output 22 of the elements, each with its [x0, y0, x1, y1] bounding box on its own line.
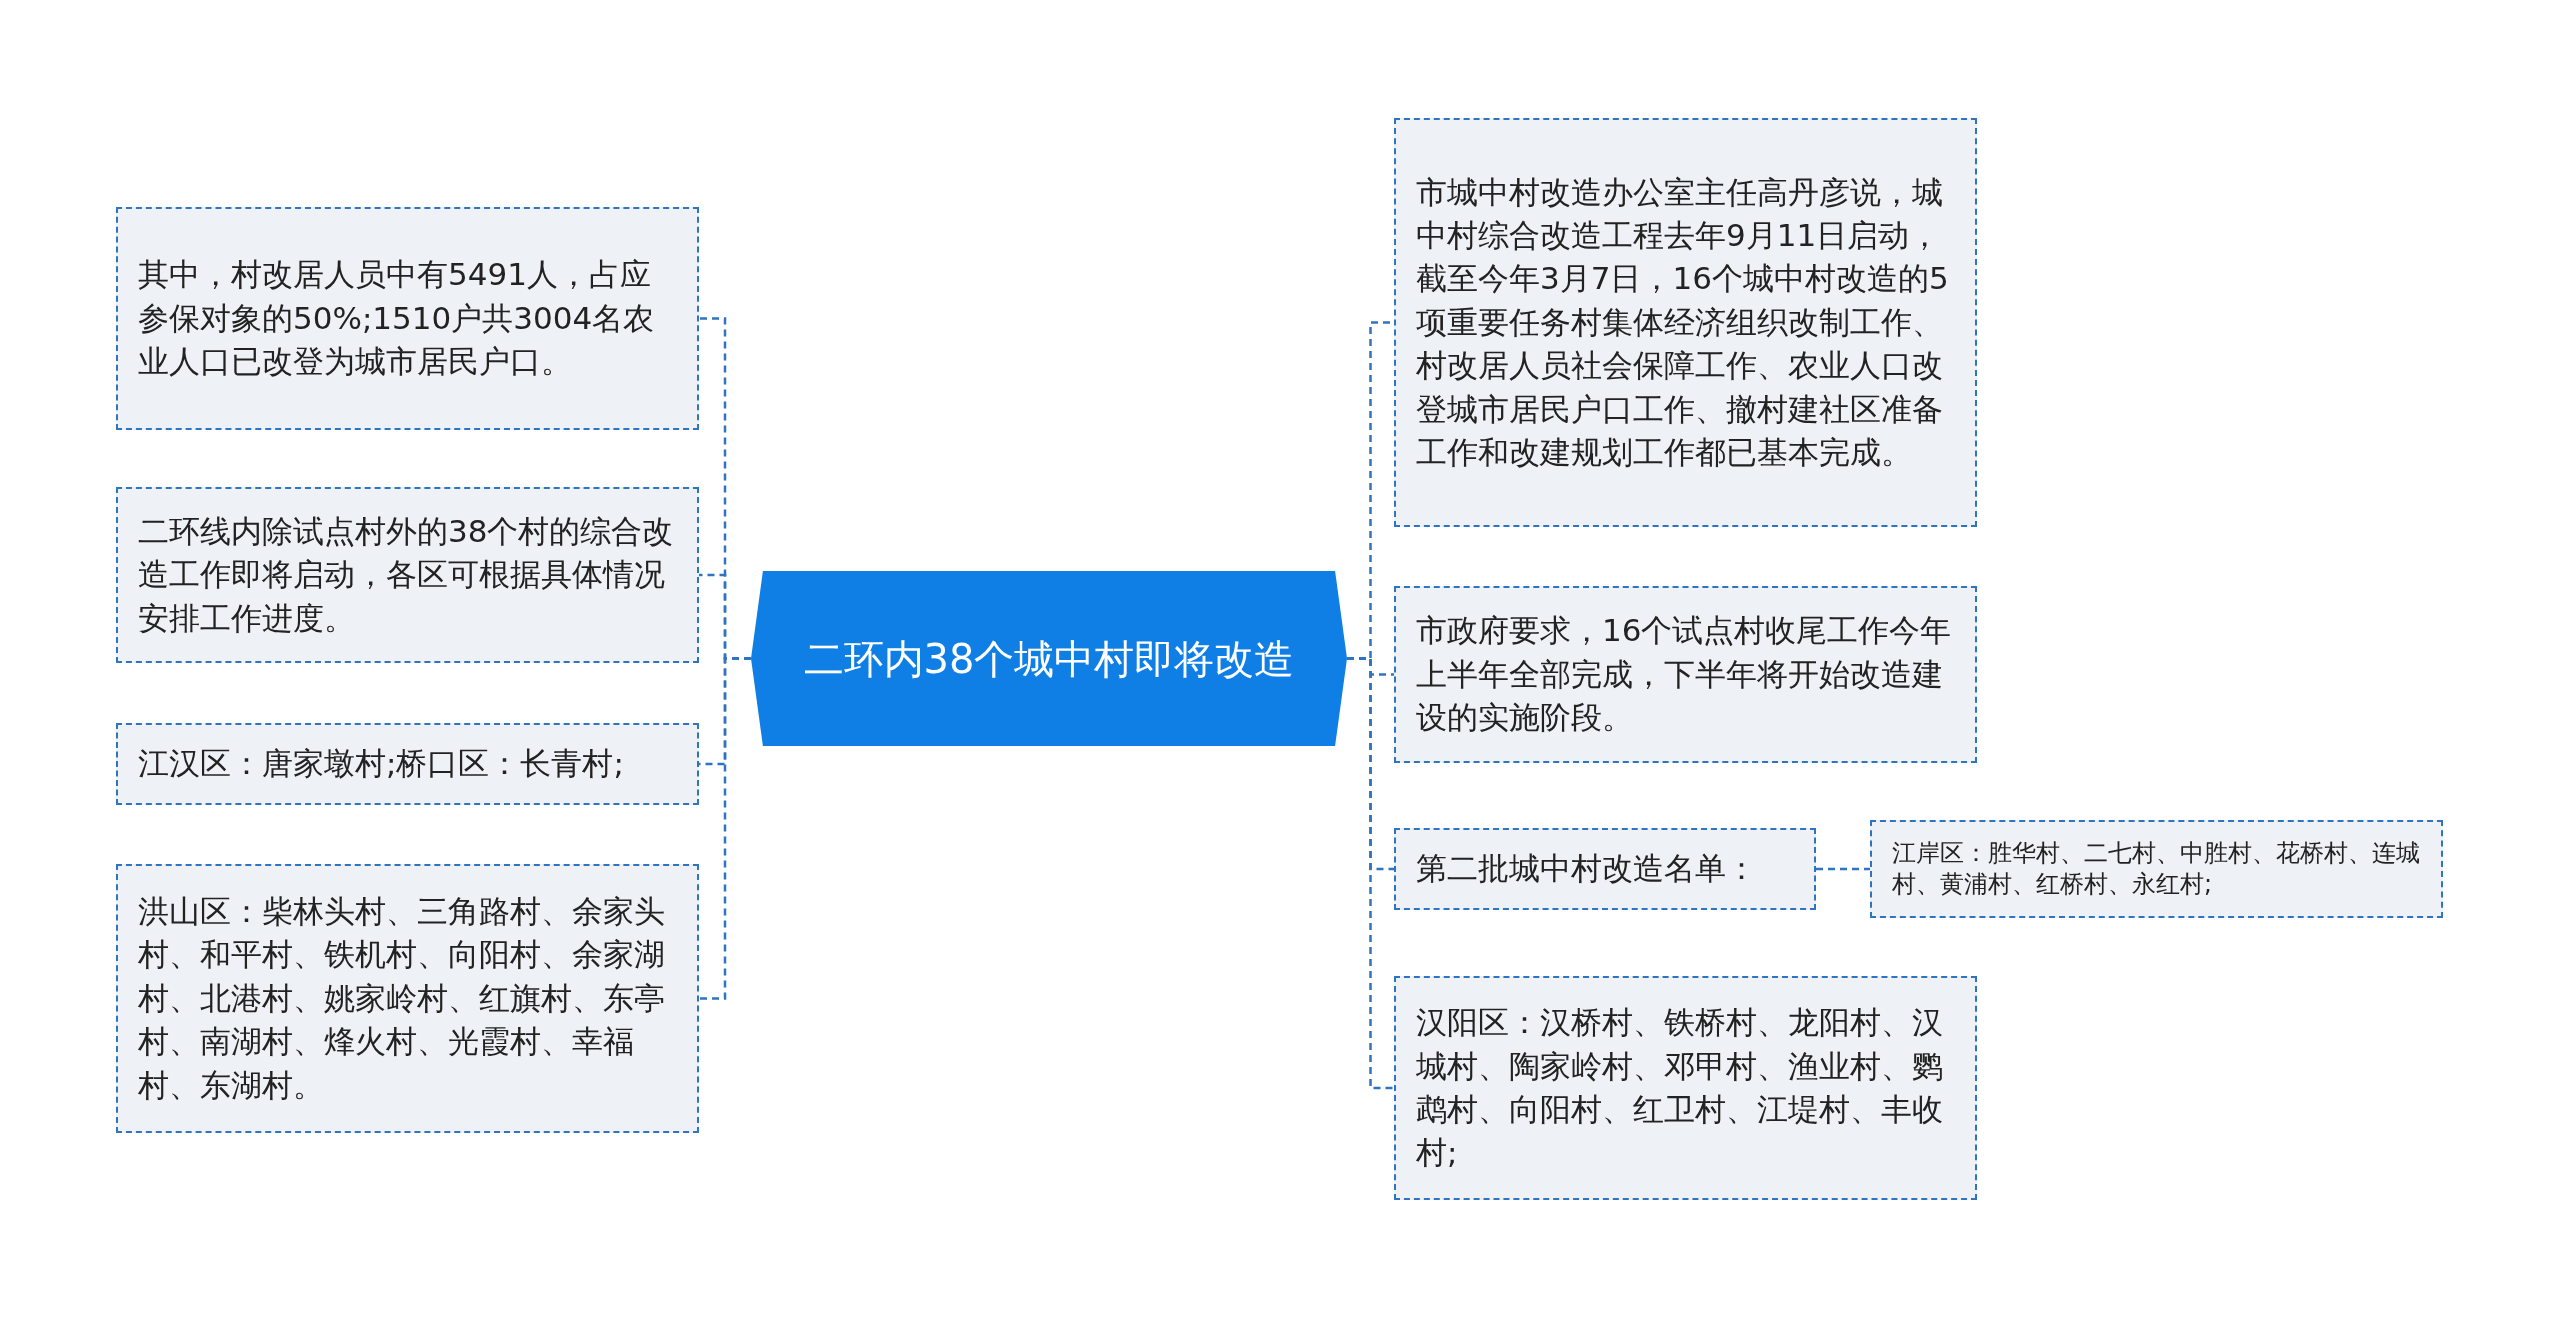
note-text: 市城中村改造办公室主任高丹彦说，城中村综合改造工程去年9月11日启动，截至今年3月7日，16个城中村改造的5项重要任务村集体经济组织改制工作、村改居人员社会保障工作、农业人口改登城市居民户口工作、撤村建社区准备工作和改建规划工作都已基本完成。 — [1416, 172, 1950, 472]
note-text: 其中，村改居人员中有5491人，占应参保对象的50%;1510户共3004名农业人口已改登为城市居民户口。 — [138, 255, 656, 382]
note-text: 江汉区：唐家墩村;桥口区：长青村; — [138, 744, 624, 784]
note-text: 洪山区：柴林头村、三角路村、余家头村、和平村、铁机村、向阳村、余家湖村、北港村、姚家岭村、红旗村、东亭村、南湖村、烽火村、光霞村、幸福村、东湖村。 — [138, 892, 666, 1105]
note-box — [1394, 586, 1977, 763]
connector-line — [1347, 657, 1394, 1090]
note-box — [116, 864, 699, 1133]
note-box — [116, 723, 699, 805]
note-box — [1394, 976, 1977, 1200]
note-box — [1394, 118, 1977, 527]
note-text: 汉阳区：汉桥村、铁桥村、龙阳村、汉城村、陶家岭村、邓甲村、渔业村、鹦鹉村、向阳村、红卫村、江堤村、丰收村; — [1416, 1003, 1944, 1173]
note-text: 市政府要求，16个试点村收尾工作今年上半年全部完成，下半年将开始改造建设的实施阶段。 — [1416, 611, 1953, 738]
note-box — [1394, 828, 1816, 910]
topic-text: 二环内38个城中村即将改造 — [803, 634, 1295, 684]
note-box — [116, 207, 699, 430]
note-text: 江岸区：胜华村、二七村、中胜村、花桥村、连城村、黄浦村、红桥村、永红村; — [1892, 837, 2421, 900]
connector-line — [699, 657, 751, 1000]
note-box — [1870, 820, 2443, 918]
connector-line — [1816, 867, 1870, 871]
note-text: 第二批城中村改造名单： — [1416, 849, 1757, 889]
note-text: 二环线内除试点村外的38个村的综合改造工作即将启动，各区可根据具体情况安排工作进度。 — [138, 511, 675, 638]
note-box — [116, 487, 699, 663]
